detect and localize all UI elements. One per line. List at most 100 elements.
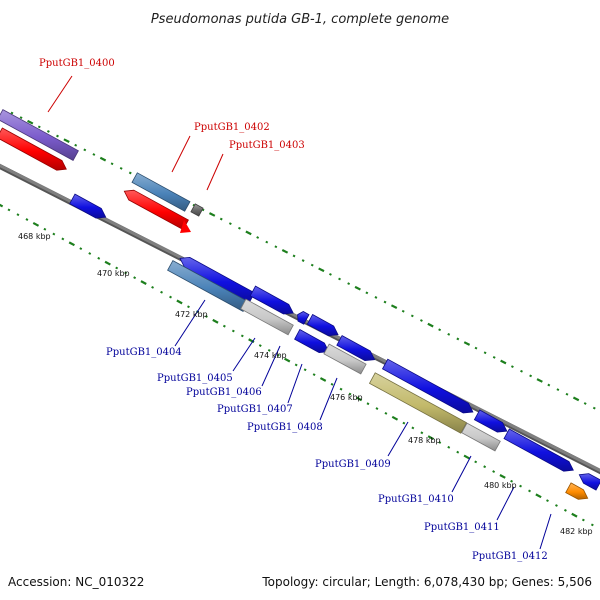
gene-label-0400[interactable]: PputGB1_0400: [39, 58, 115, 69]
gene-feature-0404-shape: [167, 260, 249, 312]
tick-lower: [571, 512, 578, 518]
gene-feature-small-shape: [190, 203, 204, 217]
tick-upper: [238, 226, 241, 230]
tick-lower: [97, 256, 101, 260]
tick-lower: [581, 518, 585, 522]
tick-lower: [427, 435, 434, 441]
tick-upper: [374, 296, 378, 299]
gene-feature-marker: [180, 220, 191, 233]
tick-upper: [128, 171, 132, 175]
tick-upper: [474, 346, 478, 350]
tick-lower: [312, 373, 316, 377]
tick-lower: [420, 431, 424, 435]
gene-feature-0400: [0, 109, 79, 161]
tick-upper: [565, 392, 569, 396]
gene-label-0404[interactable]: PputGB1_0404: [106, 347, 182, 358]
tick-lower: [330, 382, 334, 386]
gene-label-0408[interactable]: PputGB1_0408: [247, 422, 323, 433]
gene-label-0410[interactable]: PputGB1_0410: [378, 494, 454, 505]
tick-upper: [56, 134, 59, 138]
tick-lower: [492, 470, 496, 473]
gene-feature-0409-shape: [368, 372, 468, 434]
tick-upper: [37, 125, 41, 129]
tick-lower: [68, 241, 75, 247]
gene-label-0407[interactable]: PputGB1_0407: [217, 404, 293, 415]
tick-lower: [456, 450, 460, 454]
tick-lower: [115, 266, 119, 270]
tick-lower: [510, 479, 514, 483]
tick-lower: [339, 387, 343, 391]
tick-upper: [463, 341, 471, 346]
tick-upper: [74, 143, 78, 147]
kbp-label-482: 482 kbp: [560, 527, 593, 536]
gene-feature-small: [190, 203, 204, 217]
tick-lower: [303, 368, 307, 372]
tick-upper: [383, 300, 387, 304]
leader-0403: [206, 153, 224, 191]
tick-lower: [402, 421, 406, 425]
gene-label-0411[interactable]: PputGB1_0411: [424, 522, 500, 533]
tick-lower: [546, 499, 549, 503]
tick-lower: [499, 474, 506, 479]
tick-upper: [245, 230, 252, 236]
tick-lower: [355, 396, 363, 402]
gene-feature-0410-shape: [461, 422, 501, 452]
tick-lower: [160, 290, 163, 294]
gene-feature-cds-a: [69, 193, 107, 219]
tick-lower: [483, 465, 487, 469]
gene-feature-0400-shape: [0, 109, 79, 161]
tick-upper: [456, 337, 460, 341]
map-title: Pseudomonas putida GB-1, complete genome: [151, 12, 449, 27]
tick-upper: [10, 111, 14, 115]
tick-upper: [500, 359, 507, 365]
tick-upper: [592, 406, 596, 410]
gene-feature-rna: [565, 482, 589, 500]
gene-feature-0402-shape: [131, 172, 191, 212]
gene-feature-cds-a-shape: [69, 193, 107, 219]
tick-lower: [52, 232, 56, 236]
gene-label-0409[interactable]: PputGB1_0409: [315, 459, 391, 470]
tick-upper: [219, 217, 223, 221]
tick-lower: [276, 353, 280, 357]
tick-upper: [447, 332, 451, 336]
gene-feature-0406-shape: [306, 313, 339, 337]
gene-feature-0409: [368, 372, 468, 434]
tick-upper: [438, 328, 442, 332]
gene-features: [0, 109, 600, 500]
tick-upper: [318, 267, 325, 273]
gene-label-0402[interactable]: PputGB1_0402: [194, 122, 270, 133]
gene-feature-0408: [323, 343, 367, 375]
kbp-label-470: 470 kbp: [97, 269, 130, 278]
gene-feature-0403-shape: [123, 189, 189, 231]
tick-upper: [365, 291, 369, 295]
gene-feature-cds-e-shape: [336, 335, 376, 362]
tick-lower: [463, 454, 470, 460]
tick-upper: [338, 277, 341, 281]
leader-0408: [319, 377, 338, 421]
leader-0411: [496, 486, 515, 521]
leader-0404: [174, 299, 206, 347]
tick-lower: [474, 460, 478, 464]
tick-lower: [140, 280, 147, 285]
gene-label-0405[interactable]: PputGB1_0405: [157, 373, 233, 384]
gene-feature-cds-g-shape: [473, 409, 508, 433]
leader-0405: [232, 337, 256, 372]
gene-feature-0404: [167, 260, 249, 312]
kbp-label-474: 474 kbp: [254, 351, 287, 360]
tick-upper: [329, 272, 332, 276]
tick-upper: [274, 245, 278, 249]
tick-upper: [19, 116, 23, 120]
tick-lower: [16, 213, 20, 217]
gene-feature-0406: [306, 313, 339, 337]
tick-lower: [384, 411, 388, 415]
gene-label-0403[interactable]: PputGB1_0403: [229, 140, 305, 151]
leader-0412: [539, 513, 552, 550]
tick-upper: [119, 166, 123, 170]
gene-label-0412[interactable]: PputGB1_0412: [472, 551, 548, 562]
gene-label-0406[interactable]: PputGB1_0406: [186, 387, 262, 398]
gene-feature-0411: [503, 428, 574, 472]
tick-lower: [32, 221, 40, 227]
tick-upper: [583, 402, 587, 405]
tick-upper: [301, 259, 305, 262]
tick-upper: [63, 138, 70, 144]
